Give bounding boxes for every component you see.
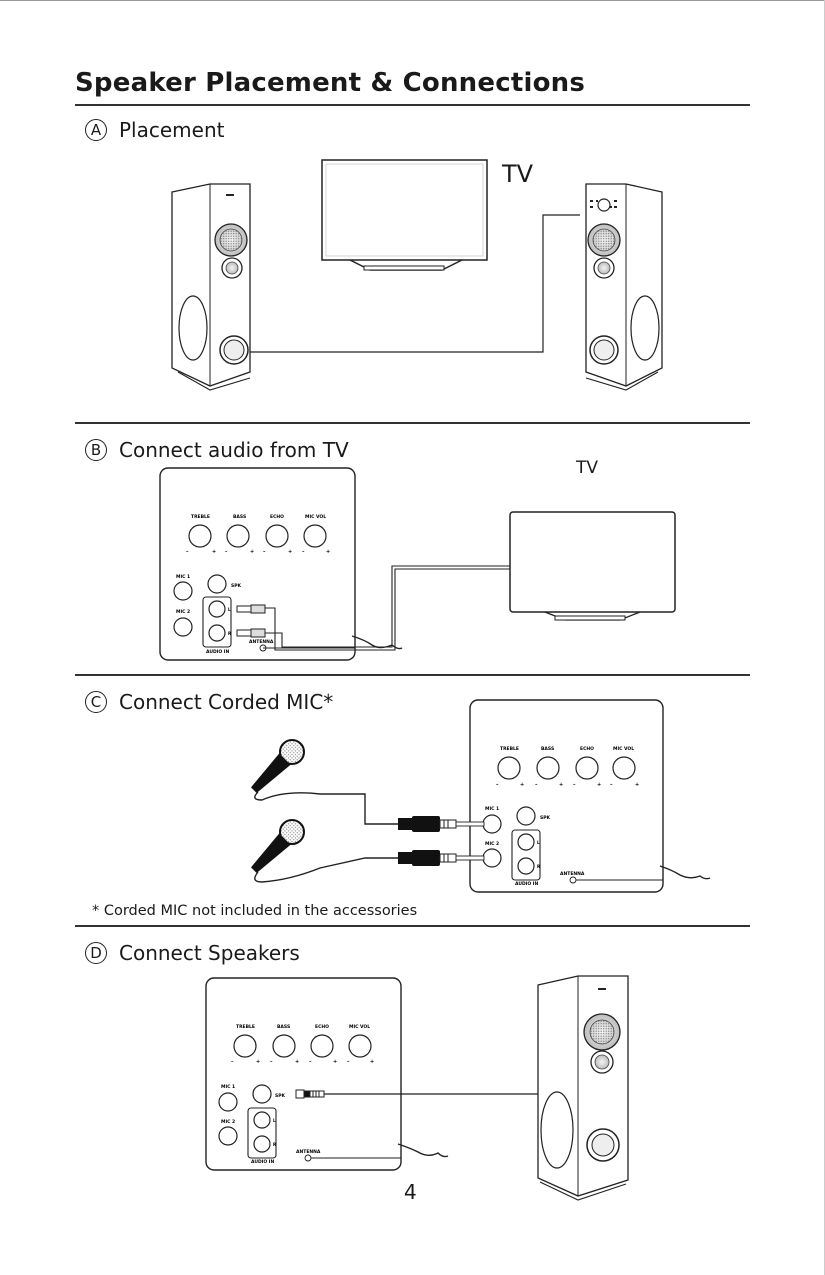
svg-text:+: + bbox=[295, 1059, 299, 1065]
svg-text:+: + bbox=[370, 1059, 374, 1065]
title-rule bbox=[75, 104, 750, 106]
svg-text:MIC 2: MIC 2 bbox=[176, 609, 190, 615]
svg-text:–: – bbox=[496, 782, 499, 788]
rca-plugs bbox=[236, 604, 266, 638]
section-a-rule bbox=[75, 422, 750, 424]
section-c-heading: C Connect Corded MIC* bbox=[85, 690, 333, 714]
svg-text:MIC VOL: MIC VOL bbox=[613, 746, 634, 752]
svg-text:AUDIO IN: AUDIO IN bbox=[206, 649, 229, 655]
antenna-wire-d bbox=[397, 1143, 449, 1158]
svg-text:SPK: SPK bbox=[540, 815, 551, 821]
svg-text:MIC 2: MIC 2 bbox=[221, 1119, 235, 1125]
left-tower-speaker bbox=[171, 183, 251, 391]
svg-text:MIC VOL: MIC VOL bbox=[305, 514, 326, 520]
section-a-label: Placement bbox=[119, 118, 225, 142]
section-d-heading: D Connect Speakers bbox=[85, 941, 300, 965]
svg-text:+: + bbox=[333, 1059, 337, 1065]
section-b-label: Connect audio from TV bbox=[119, 438, 349, 462]
svg-text:–: – bbox=[535, 782, 538, 788]
audio-cable-b bbox=[263, 565, 510, 651]
svg-text:–: – bbox=[270, 1059, 273, 1065]
svg-text:–: – bbox=[610, 782, 613, 788]
svg-text:+: + bbox=[520, 782, 524, 788]
svg-text:SPK: SPK bbox=[275, 1093, 286, 1099]
page-number: 4 bbox=[404, 1180, 417, 1204]
speaker-cable-a bbox=[250, 214, 580, 353]
svg-text:–: – bbox=[302, 549, 305, 555]
svg-text:MIC 1: MIC 1 bbox=[485, 806, 499, 812]
svg-text:–: – bbox=[263, 549, 266, 555]
svg-text:R: R bbox=[537, 864, 540, 869]
svg-text:+: + bbox=[212, 549, 216, 555]
svg-text:AUDIO IN: AUDIO IN bbox=[515, 881, 538, 887]
svg-text:TREBLE: TREBLE bbox=[500, 746, 519, 752]
svg-text:AUDIO IN: AUDIO IN bbox=[251, 1159, 274, 1165]
antenna-wire-b bbox=[351, 635, 403, 650]
mic-plugs bbox=[398, 816, 485, 866]
section-b-badge: B bbox=[85, 439, 107, 461]
antenna-wire-c bbox=[659, 865, 711, 880]
svg-text:–: – bbox=[225, 549, 228, 555]
page-title: Speaker Placement & Connections bbox=[75, 68, 586, 98]
svg-text:BASS: BASS bbox=[277, 1024, 290, 1030]
svg-text:MIC 2: MIC 2 bbox=[485, 841, 499, 847]
tv-placement bbox=[321, 159, 488, 271]
svg-text:TREBLE: TREBLE bbox=[191, 514, 210, 520]
svg-text:R: R bbox=[273, 1142, 276, 1147]
svg-text:L: L bbox=[537, 840, 540, 845]
section-c-badge: C bbox=[85, 691, 107, 713]
control-panel-d: TREBLE BASS ECHO MIC VOL – + – + – + – + MIC… bbox=[205, 977, 402, 1171]
svg-text:ANTENNA: ANTENNA bbox=[296, 1149, 321, 1155]
svg-text:–: – bbox=[186, 549, 189, 555]
svg-text:ECHO: ECHO bbox=[315, 1024, 329, 1030]
svg-text:+: + bbox=[559, 782, 563, 788]
svg-text:L: L bbox=[273, 1118, 276, 1123]
svg-text:+: + bbox=[597, 782, 601, 788]
section-d-label: Connect Speakers bbox=[119, 941, 300, 965]
svg-text:+: + bbox=[635, 782, 639, 788]
section-a-heading: A Placement bbox=[85, 118, 224, 142]
svg-text:BASS: BASS bbox=[541, 746, 554, 752]
tv-label-placement: TV bbox=[502, 160, 534, 188]
tv-label-audio: TV bbox=[576, 458, 599, 478]
section-c-rule bbox=[75, 925, 750, 927]
svg-text:MIC 1: MIC 1 bbox=[221, 1084, 235, 1090]
svg-text:–: – bbox=[231, 1059, 234, 1065]
svg-text:+: + bbox=[288, 549, 292, 555]
svg-text:SPK: SPK bbox=[231, 583, 242, 589]
section-c-label: Connect Corded MIC* bbox=[119, 690, 334, 714]
control-panel-b: TREBLE BASS ECHO MIC VOL – + – + – + – + MIC… bbox=[159, 467, 356, 661]
section-b-rule bbox=[75, 674, 750, 676]
section-a-badge: A bbox=[85, 119, 107, 141]
section-b-heading: B Connect audio from TV bbox=[85, 438, 349, 462]
svg-text:ECHO: ECHO bbox=[580, 746, 594, 752]
svg-text:MIC VOL: MIC VOL bbox=[349, 1024, 370, 1030]
svg-text:BASS: BASS bbox=[233, 514, 246, 520]
svg-text:R: R bbox=[228, 631, 231, 636]
svg-text:MIC 1: MIC 1 bbox=[176, 574, 190, 580]
svg-text:TREBLE: TREBLE bbox=[236, 1024, 255, 1030]
section-d-badge: D bbox=[85, 942, 107, 964]
page-top-border bbox=[0, 0, 825, 1]
spk-plug bbox=[295, 1089, 325, 1099]
right-tower-speaker bbox=[585, 183, 663, 391]
svg-text:L: L bbox=[228, 607, 231, 612]
svg-text:+: + bbox=[326, 549, 330, 555]
microphone-1 bbox=[250, 739, 400, 825]
svg-text:ANTENNA: ANTENNA bbox=[249, 639, 274, 645]
svg-text:–: – bbox=[347, 1059, 350, 1065]
svg-text:ECHO: ECHO bbox=[270, 514, 284, 520]
svg-text:ANTENNA: ANTENNA bbox=[560, 871, 585, 877]
svg-text:+: + bbox=[250, 549, 254, 555]
footnote: * Corded MIC not included in the accesso… bbox=[92, 903, 418, 919]
svg-text:+: + bbox=[256, 1059, 260, 1065]
svg-text:–: – bbox=[573, 782, 576, 788]
tower-speaker-d bbox=[537, 975, 629, 1201]
tv-audio bbox=[509, 511, 676, 621]
control-panel-c: TREBLE BASS ECHO MIC VOL – + – + – + – + MIC… bbox=[469, 699, 664, 893]
microphone-2 bbox=[250, 819, 400, 883]
svg-text:–: – bbox=[309, 1059, 312, 1065]
